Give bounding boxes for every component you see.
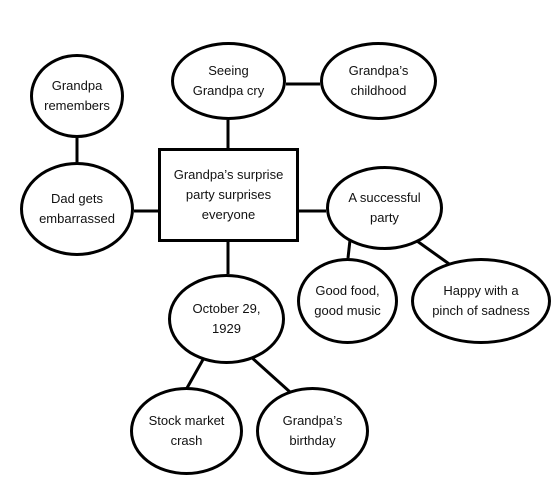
successful-party-bubble: A successful party bbox=[326, 166, 443, 250]
grandpas-childhood-label: Grandpa’s childhood bbox=[348, 63, 409, 98]
central-idea-box: Grandpa’s surprise party surprises every… bbox=[158, 148, 299, 242]
dad-gets-embarrassed-label: Dad gets embarrassed bbox=[39, 191, 115, 226]
happy-with-sadness-bubble: Happy with a pinch of sadness bbox=[411, 258, 551, 344]
october-1929-bubble: October 29, 1929 bbox=[168, 274, 285, 364]
edge-october-stock bbox=[185, 355, 207, 389]
grandpa-remembers-label: Grandpa remembers bbox=[44, 78, 110, 113]
grandpas-birthday-bubble: Grandpa’s birthday bbox=[256, 387, 369, 475]
successful-party-label: A successful party bbox=[348, 190, 421, 225]
grandpas-childhood-bubble: Grandpa’s childhood bbox=[320, 42, 437, 120]
stock-market-crash-bubble: Stock market crash bbox=[130, 387, 243, 475]
dad-gets-embarrassed-bubble: Dad gets embarrassed bbox=[20, 162, 134, 256]
seeing-grandpa-cry-bubble: Seeing Grandpa cry bbox=[171, 42, 286, 120]
good-food-bubble: Good food, good music bbox=[297, 258, 398, 344]
edge-successful-food bbox=[346, 239, 352, 259]
stock-market-crash-label: Stock market crash bbox=[148, 413, 225, 448]
good-food-label: Good food, good music bbox=[314, 283, 381, 318]
seeing-grandpa-cry-label: Seeing Grandpa cry bbox=[192, 63, 265, 98]
grandpa-remembers-bubble: Grandpa remembers bbox=[30, 54, 124, 138]
central-idea-label: Grandpa’s surprise party surprises every… bbox=[173, 167, 284, 222]
october-1929-label: October 29, 1929 bbox=[192, 301, 261, 336]
grandpas-birthday-label: Grandpa’s birthday bbox=[282, 413, 343, 448]
happy-with-sadness-label: Happy with a pinch of sadness bbox=[432, 283, 530, 318]
edge-october-birthday bbox=[248, 354, 292, 394]
